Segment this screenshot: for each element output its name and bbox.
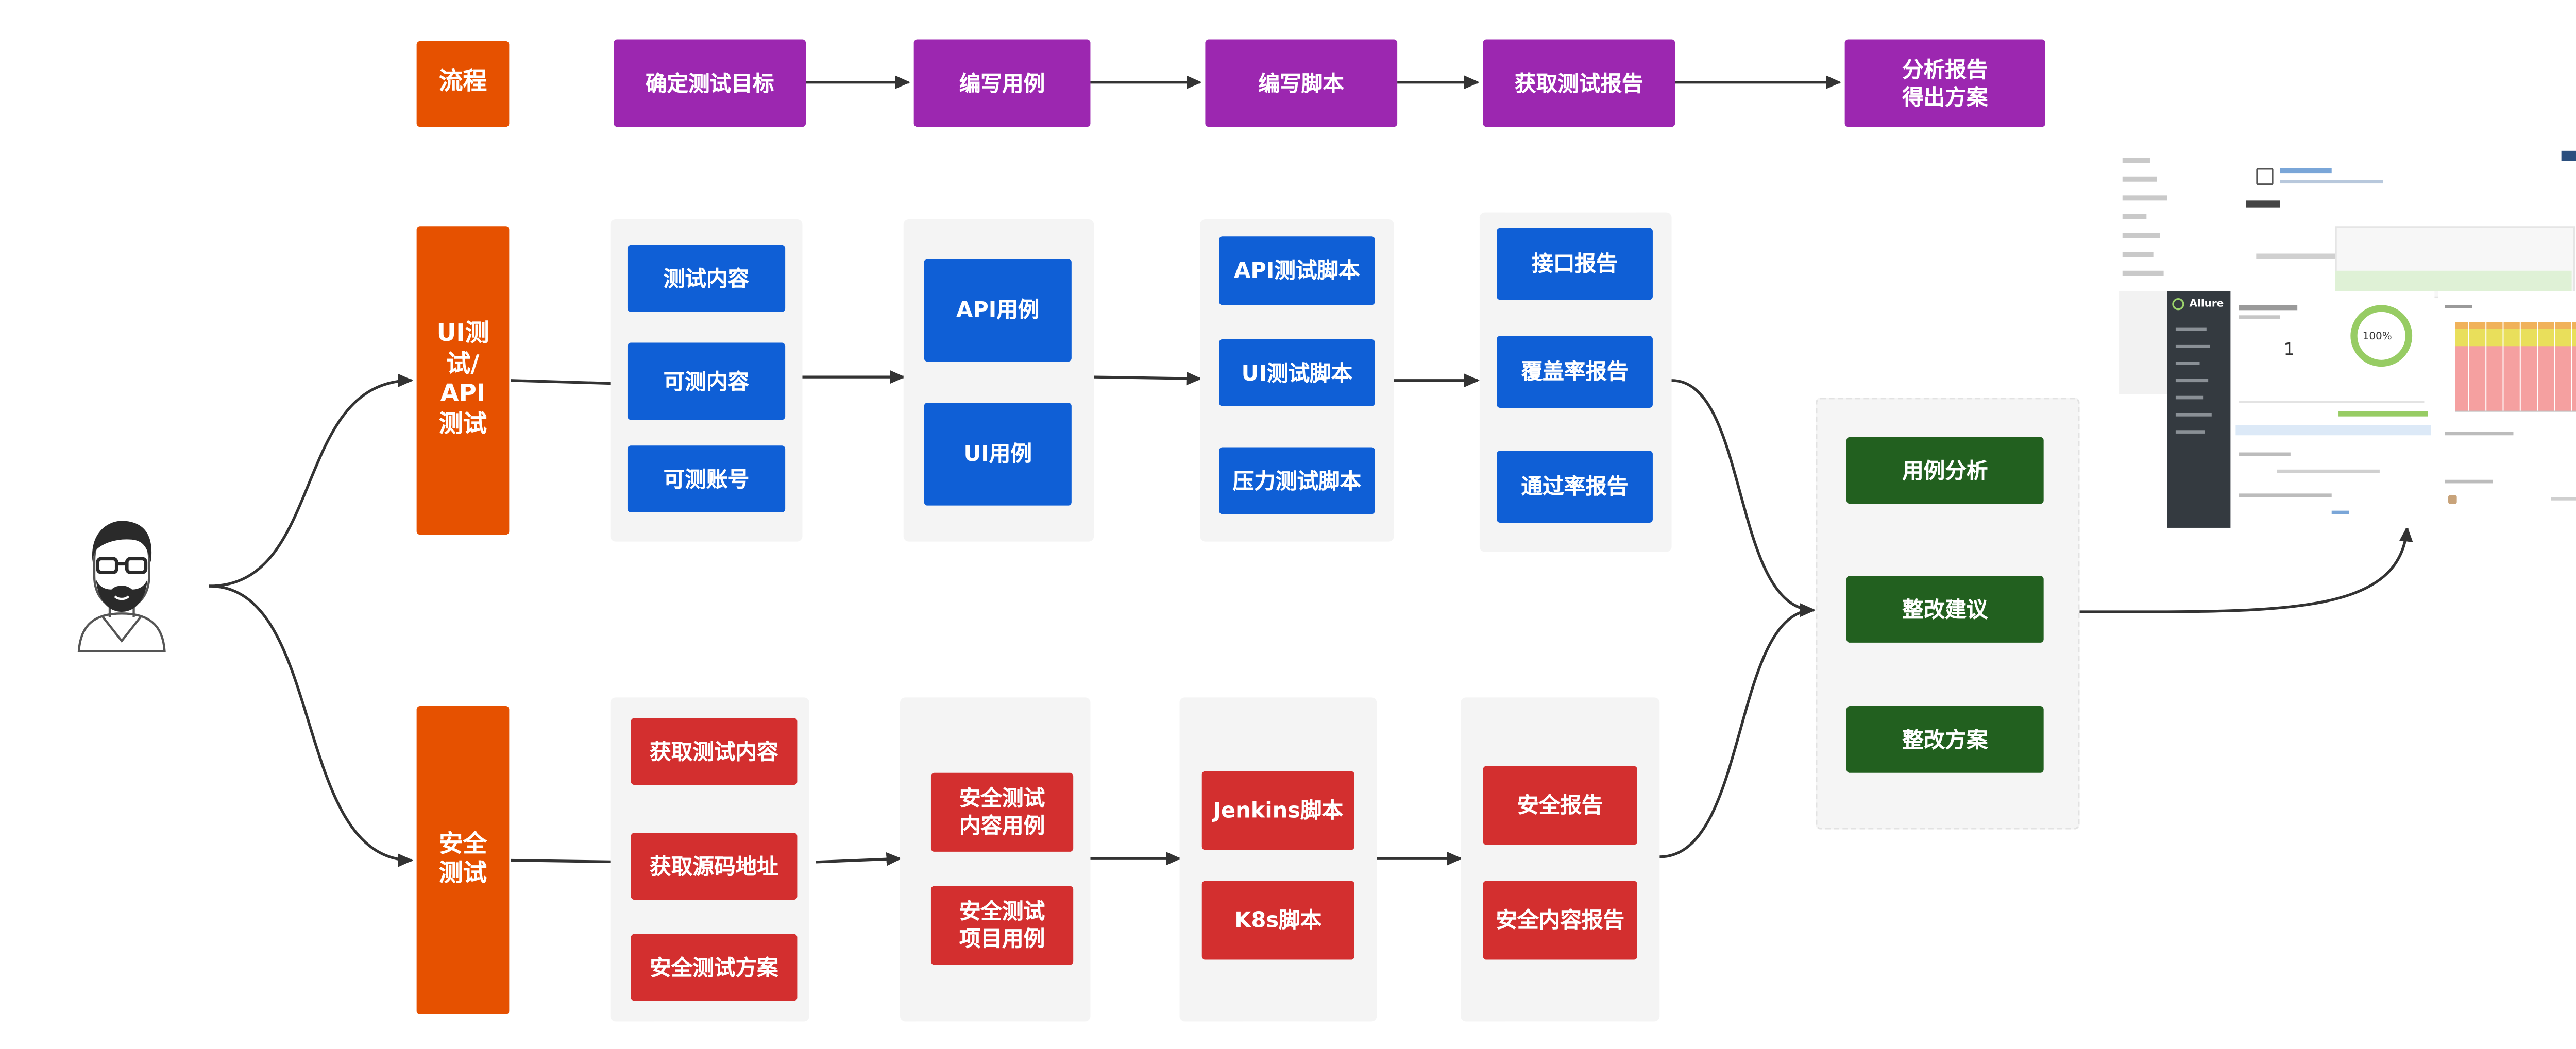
ui-case-ui: UI用例 xyxy=(924,403,1072,506)
sec-case-content: 安全测试 内容用例 xyxy=(930,772,1074,852)
ui-report-pass-rate: 通过率报告 xyxy=(1497,451,1653,523)
ui-target-testable: 可测内容 xyxy=(627,342,786,420)
lane-process: 流程 xyxy=(416,41,510,127)
arrow-person-security xyxy=(209,584,413,867)
arrow-sec-1 xyxy=(511,855,630,869)
sec-script-jenkins: Jenkins脚本 xyxy=(1201,771,1354,850)
ui-target-content: 测试内容 xyxy=(627,245,786,312)
ui-target-account: 可测账号 xyxy=(627,445,786,512)
step-write-cases: 编写用例 xyxy=(913,39,1091,127)
allure-sidebar xyxy=(2167,291,2231,528)
ui-report-coverage: 覆盖率报告 xyxy=(1497,336,1653,408)
allure-pass-rate: 100% xyxy=(2362,331,2392,343)
arrow-ui-1 xyxy=(511,376,630,390)
ui-script-api: API测试脚本 xyxy=(1219,236,1375,305)
analysis-case: 用例分析 xyxy=(1846,437,2044,504)
step-analyze-report: 分析报告 得出方案 xyxy=(1844,39,2045,127)
allure-report-screenshot: Allure 1 100% xyxy=(2119,147,2576,528)
ui-report-interface: 接口报告 xyxy=(1497,228,1653,300)
step-write-scripts: 编写脚本 xyxy=(1205,39,1398,127)
lane-ui-api-test: UI测 试/ API 测试 xyxy=(416,226,510,535)
sec-case-project: 安全测试 项目用例 xyxy=(930,886,1074,965)
ui-script-ui: UI测试脚本 xyxy=(1219,339,1375,406)
analysis-plan: 整改方案 xyxy=(1846,706,2044,773)
allure-logo-icon xyxy=(2172,298,2184,311)
arrow-person-ui xyxy=(209,373,413,588)
sec-target-content: 获取测试内容 xyxy=(631,718,798,785)
sec-report-content: 安全内容报告 xyxy=(1483,881,1637,960)
step-define-goal: 确定测试目标 xyxy=(614,39,806,127)
arrow-ui-analysis xyxy=(1671,379,1816,617)
allure-brand: Allure xyxy=(2189,298,2224,311)
arrow-sec-2 xyxy=(816,852,902,866)
sec-report-security: 安全报告 xyxy=(1483,766,1637,845)
arrow-sec-analysis xyxy=(1659,603,1816,858)
group-sec-cases xyxy=(900,697,1091,1022)
group-sec-reports xyxy=(1461,697,1660,1022)
step-get-report: 获取测试报告 xyxy=(1483,39,1675,127)
tester-avatar-icon xyxy=(77,521,166,652)
ui-case-api: API用例 xyxy=(924,259,1072,362)
arrow-analysis-report xyxy=(2078,526,2413,613)
arrow-ui-3 xyxy=(1094,371,1202,386)
lane-security-test: 安全 测试 xyxy=(416,706,510,1015)
group-sec-scripts xyxy=(1179,697,1377,1022)
sec-target-source: 获取源码地址 xyxy=(631,833,798,900)
allure-trend-chart xyxy=(2455,322,2576,412)
sec-script-k8s: K8s脚本 xyxy=(1201,881,1354,960)
sec-target-plan: 安全测试方案 xyxy=(631,934,798,1001)
ui-script-stress: 压力测试脚本 xyxy=(1219,447,1375,514)
allure-test-count: 1 xyxy=(2283,341,2295,360)
analysis-suggestion: 整改建议 xyxy=(1846,576,2044,643)
